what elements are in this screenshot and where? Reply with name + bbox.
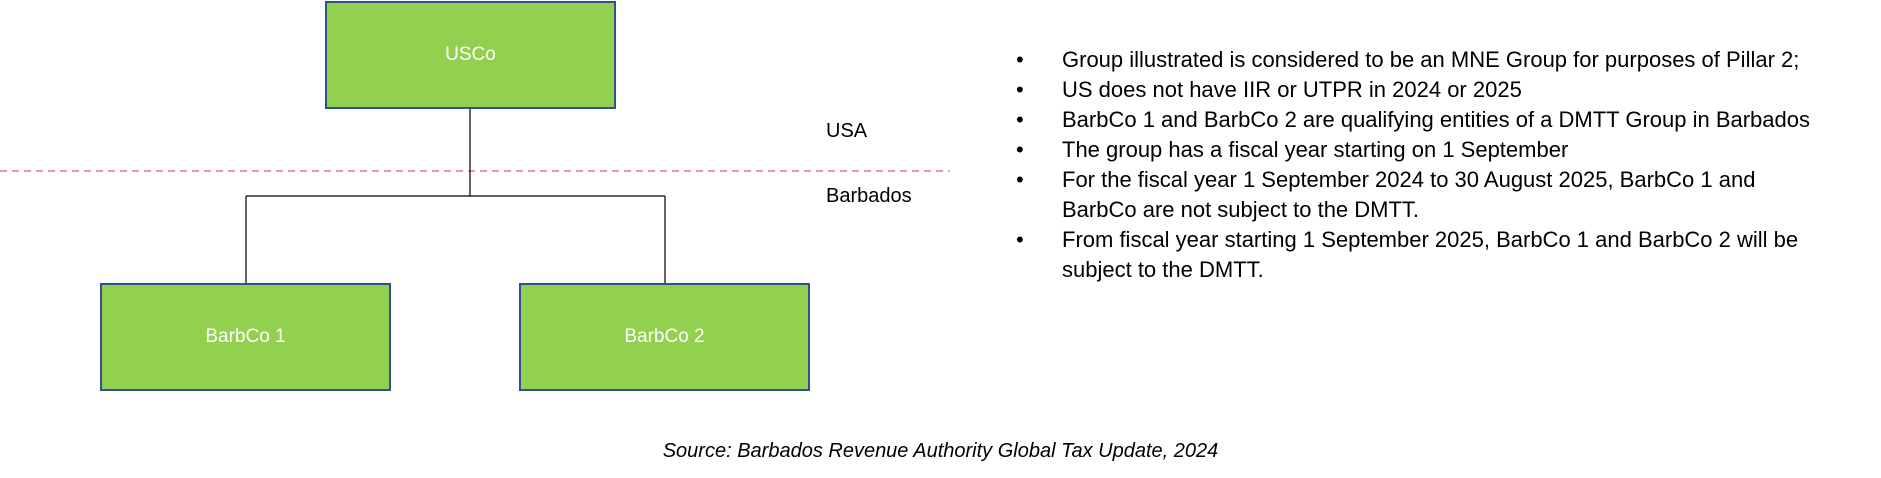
notes-item: • From fiscal year starting 1 September 2… — [1012, 225, 1812, 285]
bullet-icon: • — [1016, 77, 1024, 102]
bullet-icon: • — [1016, 107, 1024, 132]
notes-list: • Group illustrated is considered to be a… — [1012, 45, 1812, 285]
bullet-icon: • — [1016, 47, 1024, 72]
bullet-icon: • — [1016, 227, 1024, 252]
node-barbco-1-label: BarbCo 1 — [205, 326, 286, 347]
bullet-icon: • — [1016, 137, 1024, 162]
node-barbco-2-label: BarbCo 2 — [624, 326, 705, 347]
notes-item: • The group has a fiscal year starting on… — [1012, 135, 1812, 165]
notes-item-text: US does not have IIR or UTPR in 2024 or … — [1062, 77, 1522, 102]
node-barbco-1: BarbCo 1 — [100, 283, 391, 391]
notes-item-text: The group has a fiscal year starting on … — [1062, 137, 1569, 162]
bullet-icon: • — [1016, 167, 1024, 192]
notes-item-text: From fiscal year starting 1 September 20… — [1062, 227, 1799, 282]
node-barbco-2: BarbCo 2 — [519, 283, 810, 391]
notes-item: • BarbCo 1 and BarbCo 2 are qualifying en… — [1012, 105, 1812, 135]
notes-item: • US does not have IIR or UTPR in 2024 or… — [1012, 75, 1812, 105]
notes-item-text: Group illustrated is considered to be an… — [1062, 47, 1800, 72]
node-usco: USCo — [325, 1, 616, 109]
notes-item-text: BarbCo 1 and BarbCo 2 are qualifying ent… — [1062, 107, 1810, 132]
region-label-barbados: Barbados — [826, 185, 912, 207]
notes-item-text: For the fiscal year 1 September 2024 to … — [1062, 167, 1756, 222]
notes-item: • For the fiscal year 1 September 2024 to… — [1012, 165, 1812, 225]
region-label-usa: USA — [826, 120, 868, 142]
source-caption: Source: Barbados Revenue Authority Globa… — [662, 440, 1219, 462]
node-usco-label: USCo — [445, 44, 496, 65]
notes-item: • Group illustrated is considered to be a… — [1012, 45, 1812, 75]
